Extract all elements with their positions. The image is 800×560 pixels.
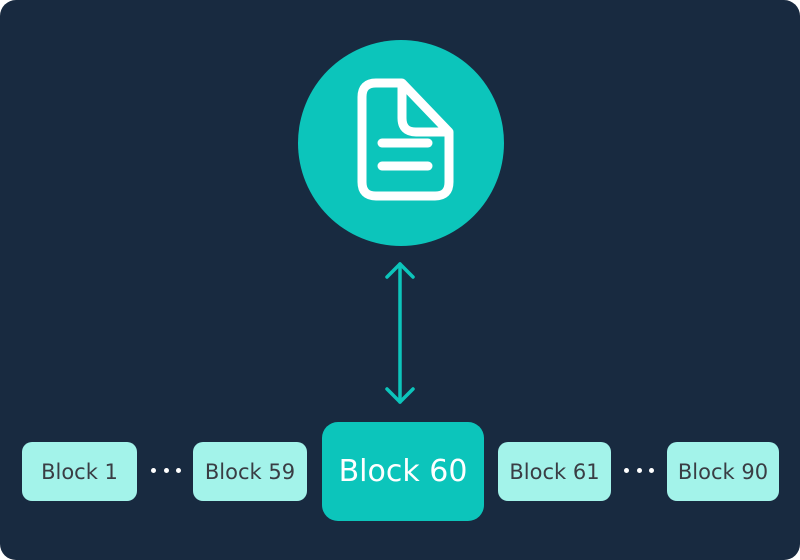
block-1: Block 1 bbox=[22, 442, 137, 501]
document-icon bbox=[357, 78, 454, 201]
block-label: Block 60 bbox=[338, 454, 468, 489]
block-label: Block 1 bbox=[41, 459, 118, 484]
bidirectional-arrow-icon bbox=[385, 262, 415, 404]
ellipsis-left bbox=[151, 462, 181, 478]
block-60-highlighted: Block 60 bbox=[322, 422, 484, 521]
block-label: Block 61 bbox=[509, 459, 600, 484]
block-59: Block 59 bbox=[193, 442, 307, 501]
block-90: Block 90 bbox=[667, 442, 779, 501]
block-label: Block 90 bbox=[677, 459, 769, 484]
ellipsis-right bbox=[624, 462, 654, 478]
document-node bbox=[298, 40, 504, 246]
block-label: Block 59 bbox=[204, 459, 296, 484]
block-61: Block 61 bbox=[498, 442, 611, 501]
